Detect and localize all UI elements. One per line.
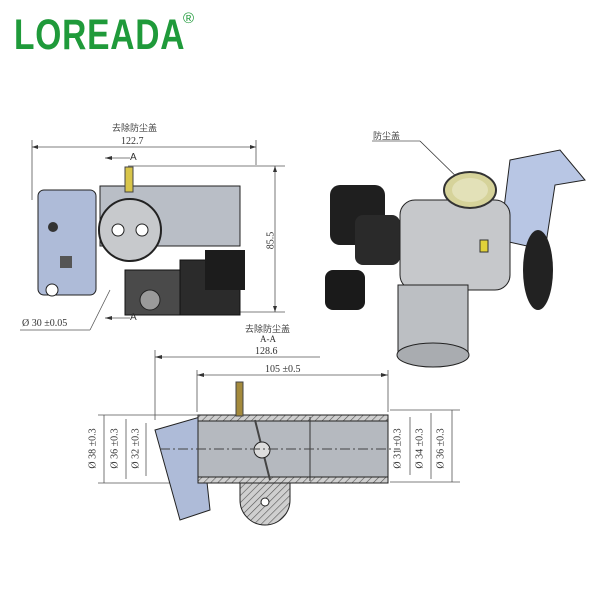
registered-mark: ®	[183, 10, 195, 27]
front-view-caption: 去除防尘盖	[112, 124, 158, 134]
right-diameter-1: Ø 31 ±0.3	[392, 428, 404, 469]
right-diameter-2: Ø 34 ±0.3	[414, 428, 426, 469]
brand-logo: LOREADA	[14, 11, 186, 59]
front-view-throttle-body	[37, 166, 245, 316]
width-dimension: 122.7	[121, 136, 144, 147]
height-dimension: 85.5	[265, 231, 277, 250]
right-diameter-3: Ø 36 ±0.3	[435, 428, 447, 469]
body-length-dimension: 105 ±0.5	[265, 364, 301, 375]
section-marker-bottom: A	[130, 312, 137, 323]
bore-dimension: Ø 30 ±0.05	[22, 318, 68, 329]
section-label: A-A	[260, 334, 276, 344]
section-marker-top: A	[130, 152, 137, 163]
section-view-throttle-body	[154, 381, 400, 526]
dust-cover-callout: 防尘盖	[373, 132, 401, 142]
overall-length-dimension: 128.6	[255, 346, 278, 357]
left-diameter-1: Ø 38 ±0.3	[87, 428, 99, 469]
left-diameter-3: Ø 32 ±0.3	[130, 428, 142, 469]
iso-view-throttle-body	[325, 140, 586, 368]
section-caption: 去除防尘盖	[245, 325, 291, 335]
left-diameter-2: Ø 36 ±0.3	[109, 428, 121, 469]
